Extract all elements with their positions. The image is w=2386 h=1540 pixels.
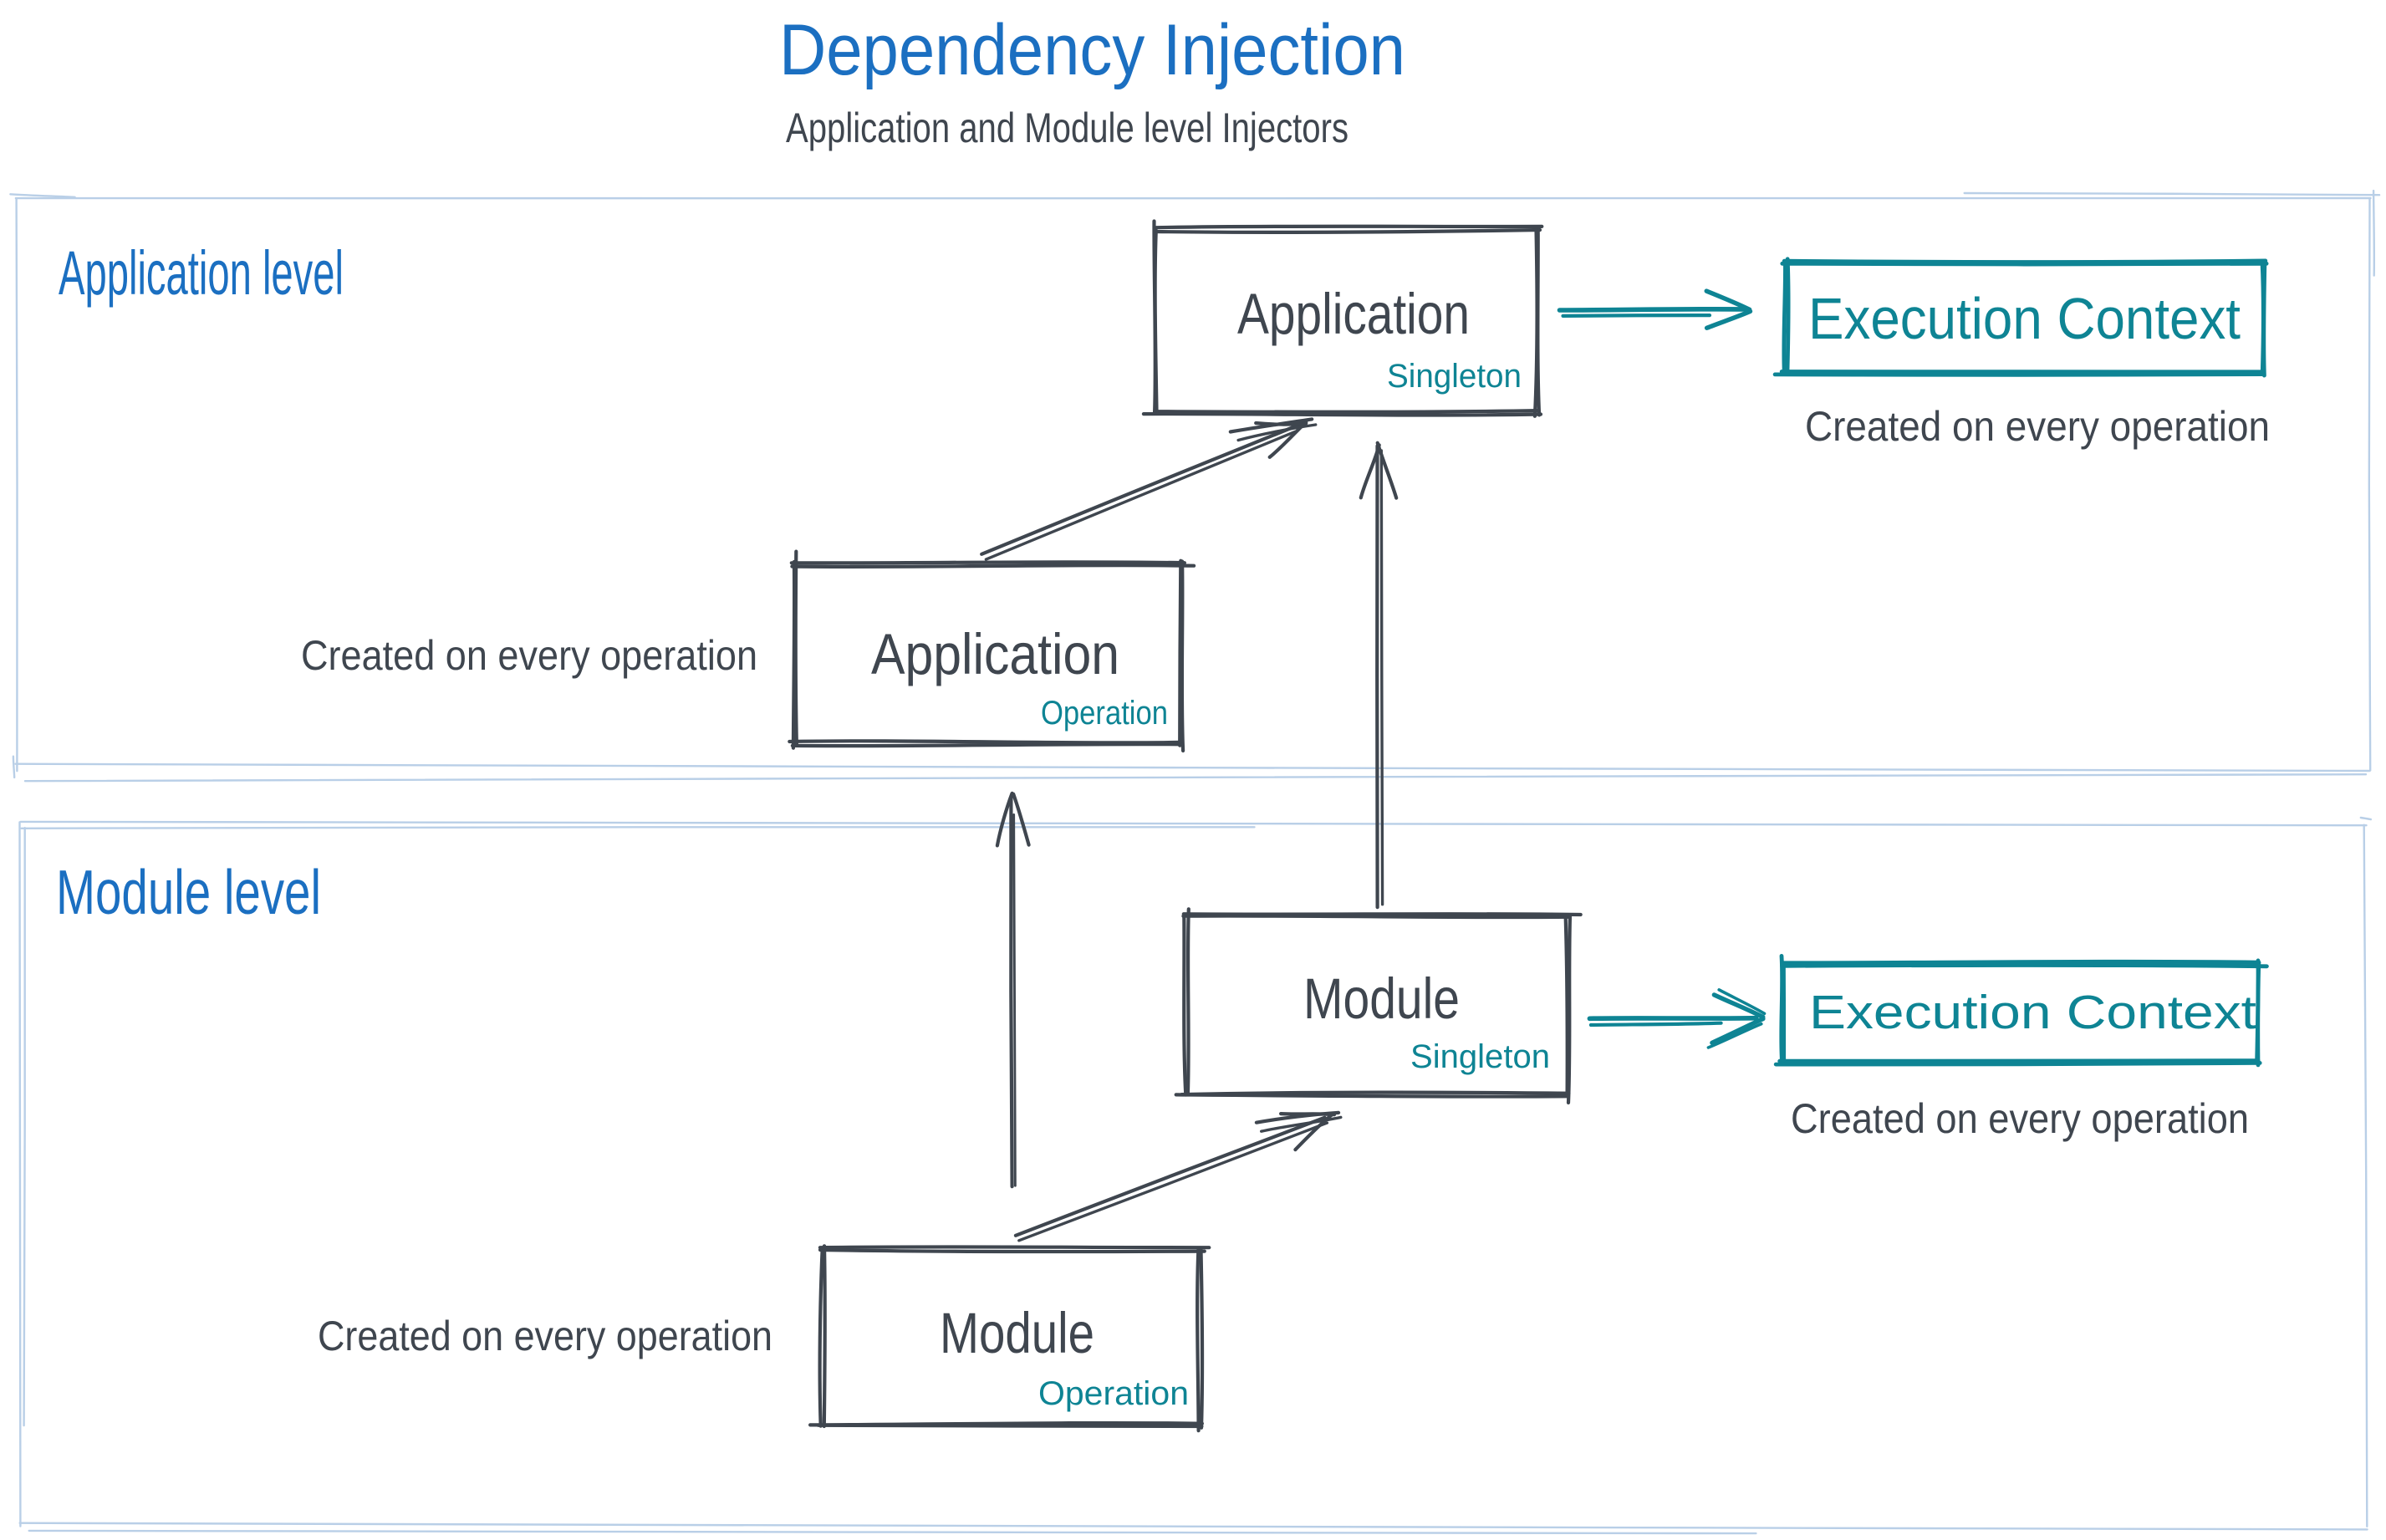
svg-text:Singleton: Singleton: [1387, 358, 1522, 395]
svg-text:Application level: Application level: [59, 238, 344, 308]
svg-text:Created on every operation: Created on every operation: [301, 632, 757, 679]
svg-text:Execution Context: Execution Context: [1809, 986, 2256, 1039]
svg-text:Application: Application: [1237, 282, 1470, 346]
svg-text:Application: Application: [871, 622, 1119, 686]
svg-text:Created on every operation: Created on every operation: [1791, 1095, 2249, 1142]
svg-text:Execution Context: Execution Context: [1808, 286, 2241, 351]
svg-text:Application and Module level I: Application and Module level Injectors: [786, 105, 1348, 151]
svg-text:Operation: Operation: [1038, 1375, 1189, 1412]
svg-text:Dependency Injection: Dependency Injection: [779, 10, 1405, 90]
svg-text:Created on every operation: Created on every operation: [1805, 403, 2270, 450]
svg-text:Operation: Operation: [1041, 695, 1168, 732]
svg-text:Created on every operation: Created on every operation: [318, 1313, 772, 1359]
svg-text:Module: Module: [1303, 966, 1460, 1031]
svg-text:Module level: Module level: [56, 857, 321, 927]
svg-text:Module: Module: [940, 1301, 1094, 1365]
svg-text:Singleton: Singleton: [1410, 1038, 1550, 1075]
